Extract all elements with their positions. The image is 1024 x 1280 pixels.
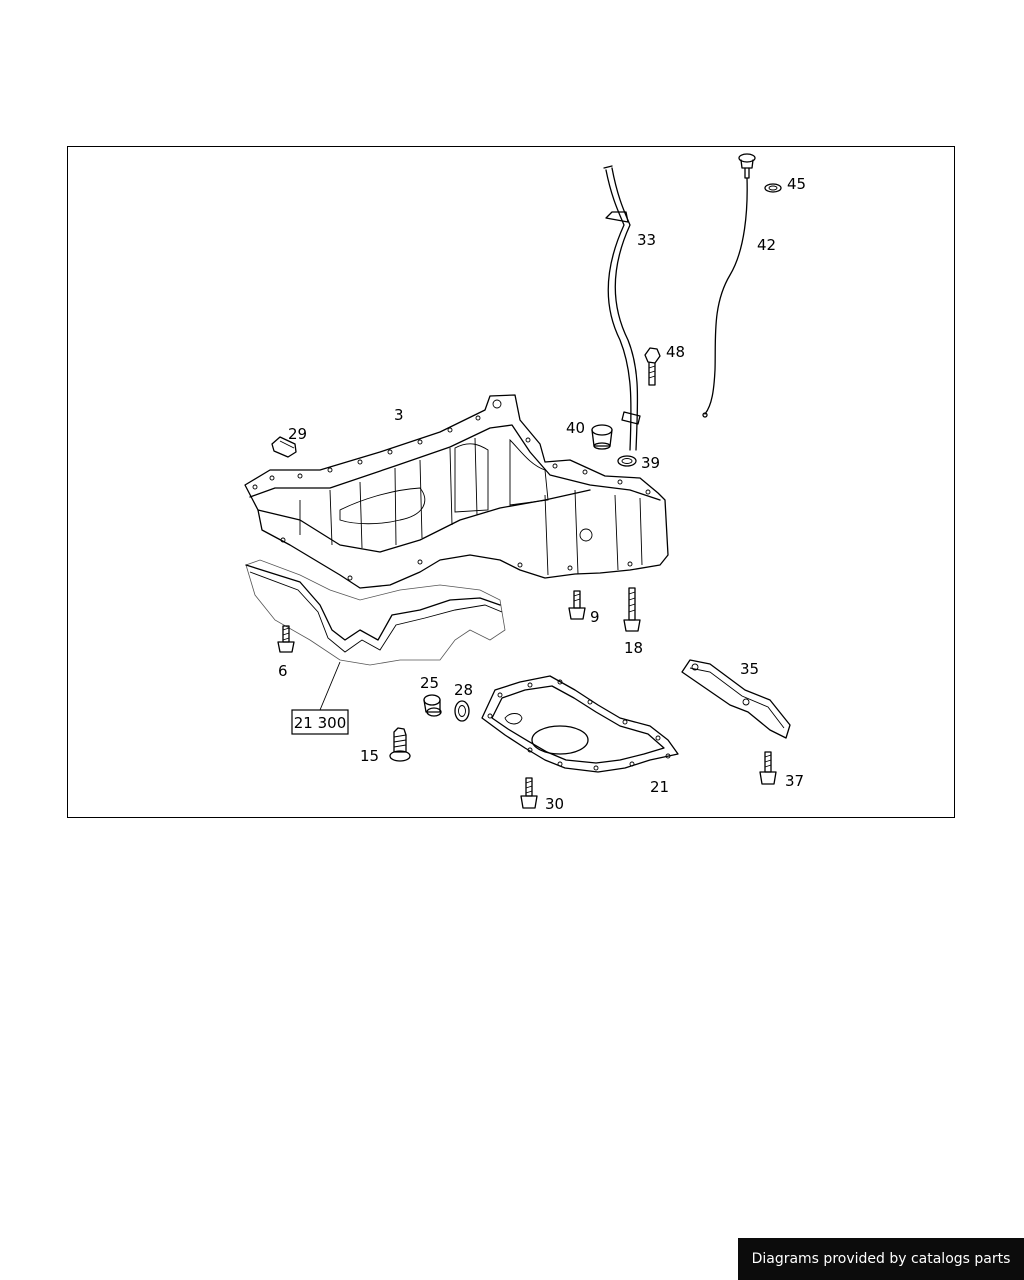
label-3: 3 [394,406,404,424]
label-18: 18 [624,639,643,657]
seal-39 [617,455,637,467]
bolt-30 [520,777,538,809]
label-6: 6 [278,662,288,680]
label-25: 25 [420,674,439,692]
footer-credit: Diagrams provided by catalogs parts [738,1238,1024,1280]
diagram-frame [67,146,955,818]
bolt-18 [623,587,641,632]
lower-oil-pan [481,675,679,773]
label-45: 45 [787,175,806,193]
reference-box [291,709,349,735]
bolt-6 [277,625,295,653]
label-33: 33 [637,231,656,249]
ref-leader-line [319,661,341,711]
dipstick-tube [603,165,641,451]
label-39: 39 [641,454,660,472]
upper-oil-pan [244,394,669,589]
label-15: 15 [360,747,379,765]
label-35: 35 [740,660,759,678]
label-48: 48 [666,343,685,361]
seal-28 [454,700,470,722]
label-21: 21 [650,778,669,796]
bolt-48 [644,347,661,386]
bolt-37 [759,751,777,785]
label-28: 28 [454,681,473,699]
lower-oil-pan-shell [245,559,506,666]
label-29: 29 [288,425,307,443]
label-30: 30 [545,795,564,813]
screw-15 [389,727,411,762]
dipstick [702,153,782,418]
reference-box-text: 21 300 [294,714,347,732]
plug-25 [423,694,442,717]
label-9: 9 [590,608,600,626]
label-42: 42 [757,236,776,254]
part-29 [271,436,297,458]
plug-40 [591,424,613,450]
label-37: 37 [785,772,804,790]
bracket-35 [681,659,791,739]
label-40: 40 [566,419,585,437]
bolt-9 [568,590,586,620]
